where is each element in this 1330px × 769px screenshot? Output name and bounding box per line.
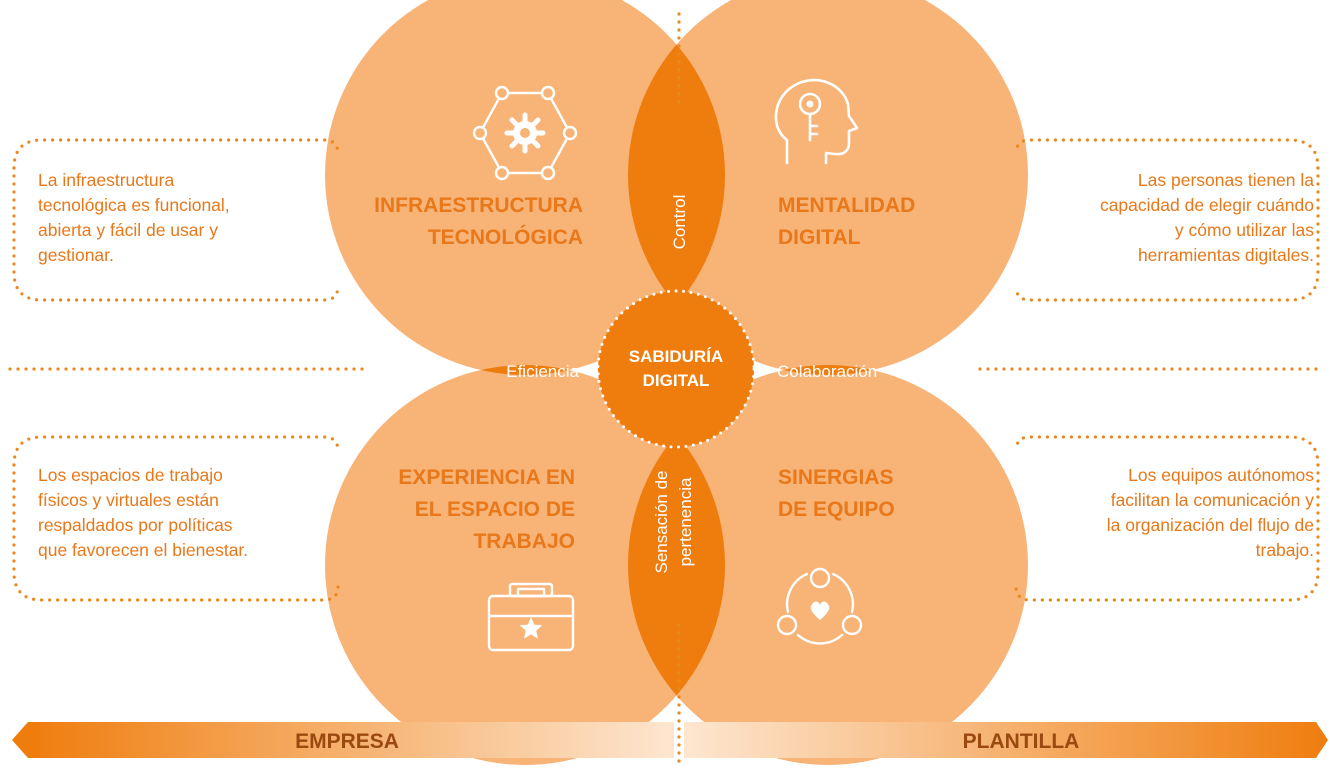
desc-sinergias-line4: trabajo. <box>1256 540 1314 560</box>
petal-sinergias-circle <box>628 365 1028 765</box>
empresa-label: EMPRESA <box>295 730 399 753</box>
desc-experiencia-line2: físicos y virtuales están <box>38 490 219 510</box>
petal-experiencia-title-line2: EL ESPACIO DE <box>415 498 575 521</box>
overlap-pertenencia-label-line2: pertenencia <box>676 477 695 566</box>
desc-mentalidad-line4: herramientas digitales. <box>1138 245 1314 265</box>
desc-sinergias-line2: facilitan la comunicación y <box>1111 490 1315 510</box>
desc-infraestructura-line1: La infraestructura <box>38 170 174 190</box>
briefcase-star-icon <box>487 582 575 652</box>
petal-mentalidad-title-line1: MENTALIDAD <box>778 194 915 217</box>
overlap-pertenencia-label-line1: Sensación de <box>652 470 671 573</box>
petal-experiencia-title-line3: TRABAJO <box>473 530 575 553</box>
petal-mentalidad-title-line2: DIGITAL <box>778 226 861 249</box>
head-key-icon <box>774 78 859 165</box>
petal-sinergias-title-line2: DE EQUIPO <box>778 498 895 521</box>
petal-infraestructura-title-line2: TECNOLÓGICA <box>428 225 583 249</box>
gear-network-icon <box>472 85 578 181</box>
petal-infraestructura-circle <box>325 0 725 375</box>
desc-experiencia-line1: Los espacios de trabajo <box>38 465 223 485</box>
center-title-line1: SABIDURÍA <box>629 347 723 366</box>
overlap-control-label: Control <box>670 195 689 250</box>
overlap-colaboracion-label: Colaboración <box>777 362 877 381</box>
desc-sinergias-line3: la organización del flujo de <box>1107 515 1314 535</box>
dotted-guides <box>8 12 1324 767</box>
desc-infraestructura-line2: tecnológica es funcional, <box>38 195 230 215</box>
petal-experiencia-circle <box>325 365 725 765</box>
team-heart-icon <box>776 567 863 645</box>
desc-mentalidad-line3: y cómo utilizar las <box>1175 220 1314 240</box>
desc-mentalidad-line2: capacidad de elegir cuándo <box>1100 195 1314 215</box>
desc-experiencia-line3: respaldados por políticas <box>38 515 233 535</box>
plantilla-label: PLANTILLA <box>963 730 1080 753</box>
petal-sinergias-title-line1: SINERGIAS <box>778 466 894 489</box>
petal-mentalidad-circle <box>628 0 1028 375</box>
desc-experiencia-line4: que favorecen el bienestar. <box>38 540 248 560</box>
petal-infraestructura-title-line1: INFRAESTRUCTURA <box>374 194 583 217</box>
petal-experiencia-title-line1: EXPERIENCIA EN <box>398 466 575 489</box>
desc-mentalidad-line1: Las personas tienen la <box>1138 170 1314 190</box>
desc-infraestructura-line4: gestionar. <box>38 245 114 265</box>
empresa-bar-arrow <box>12 722 40 758</box>
plantilla-bar <box>684 722 1328 758</box>
desc-sinergias-line1: Los equipos autónomos <box>1128 465 1314 485</box>
overlap-eficiencia-label: Eficiencia <box>506 362 579 381</box>
description-frames <box>12 138 1320 602</box>
empresa-bar <box>28 722 674 758</box>
desc-infraestructura-line3: abierta y fácil de usar y <box>38 220 218 240</box>
center-circle <box>596 289 756 449</box>
center-title-line2: DIGITAL <box>643 371 710 390</box>
